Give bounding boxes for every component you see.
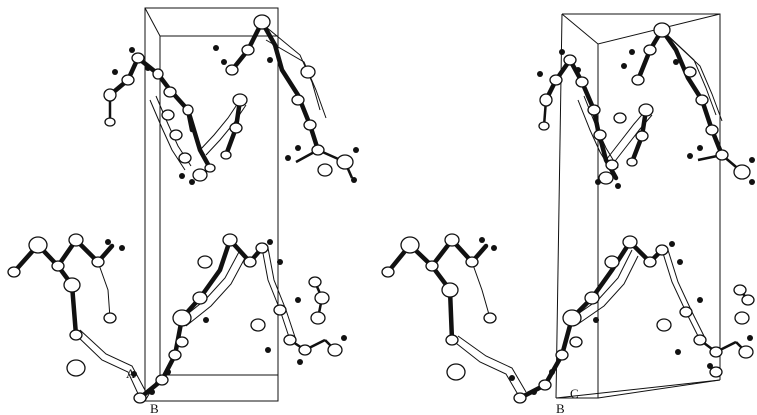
left-axis-label-a: A <box>126 366 136 381</box>
left-lower-molecule <box>7 233 347 404</box>
right-upper-molecule <box>537 22 755 189</box>
left-axis-label-b: B <box>150 401 159 415</box>
right-lower-molecule <box>381 233 755 404</box>
left-upper-molecule <box>103 14 359 185</box>
left-stereo-view: A B <box>7 7 359 415</box>
right-stereo-view: C B <box>381 13 755 415</box>
left-unit-cell <box>144 7 279 402</box>
right-axis-label-c: C <box>570 386 579 401</box>
right-axis-label-b: B <box>556 401 565 415</box>
